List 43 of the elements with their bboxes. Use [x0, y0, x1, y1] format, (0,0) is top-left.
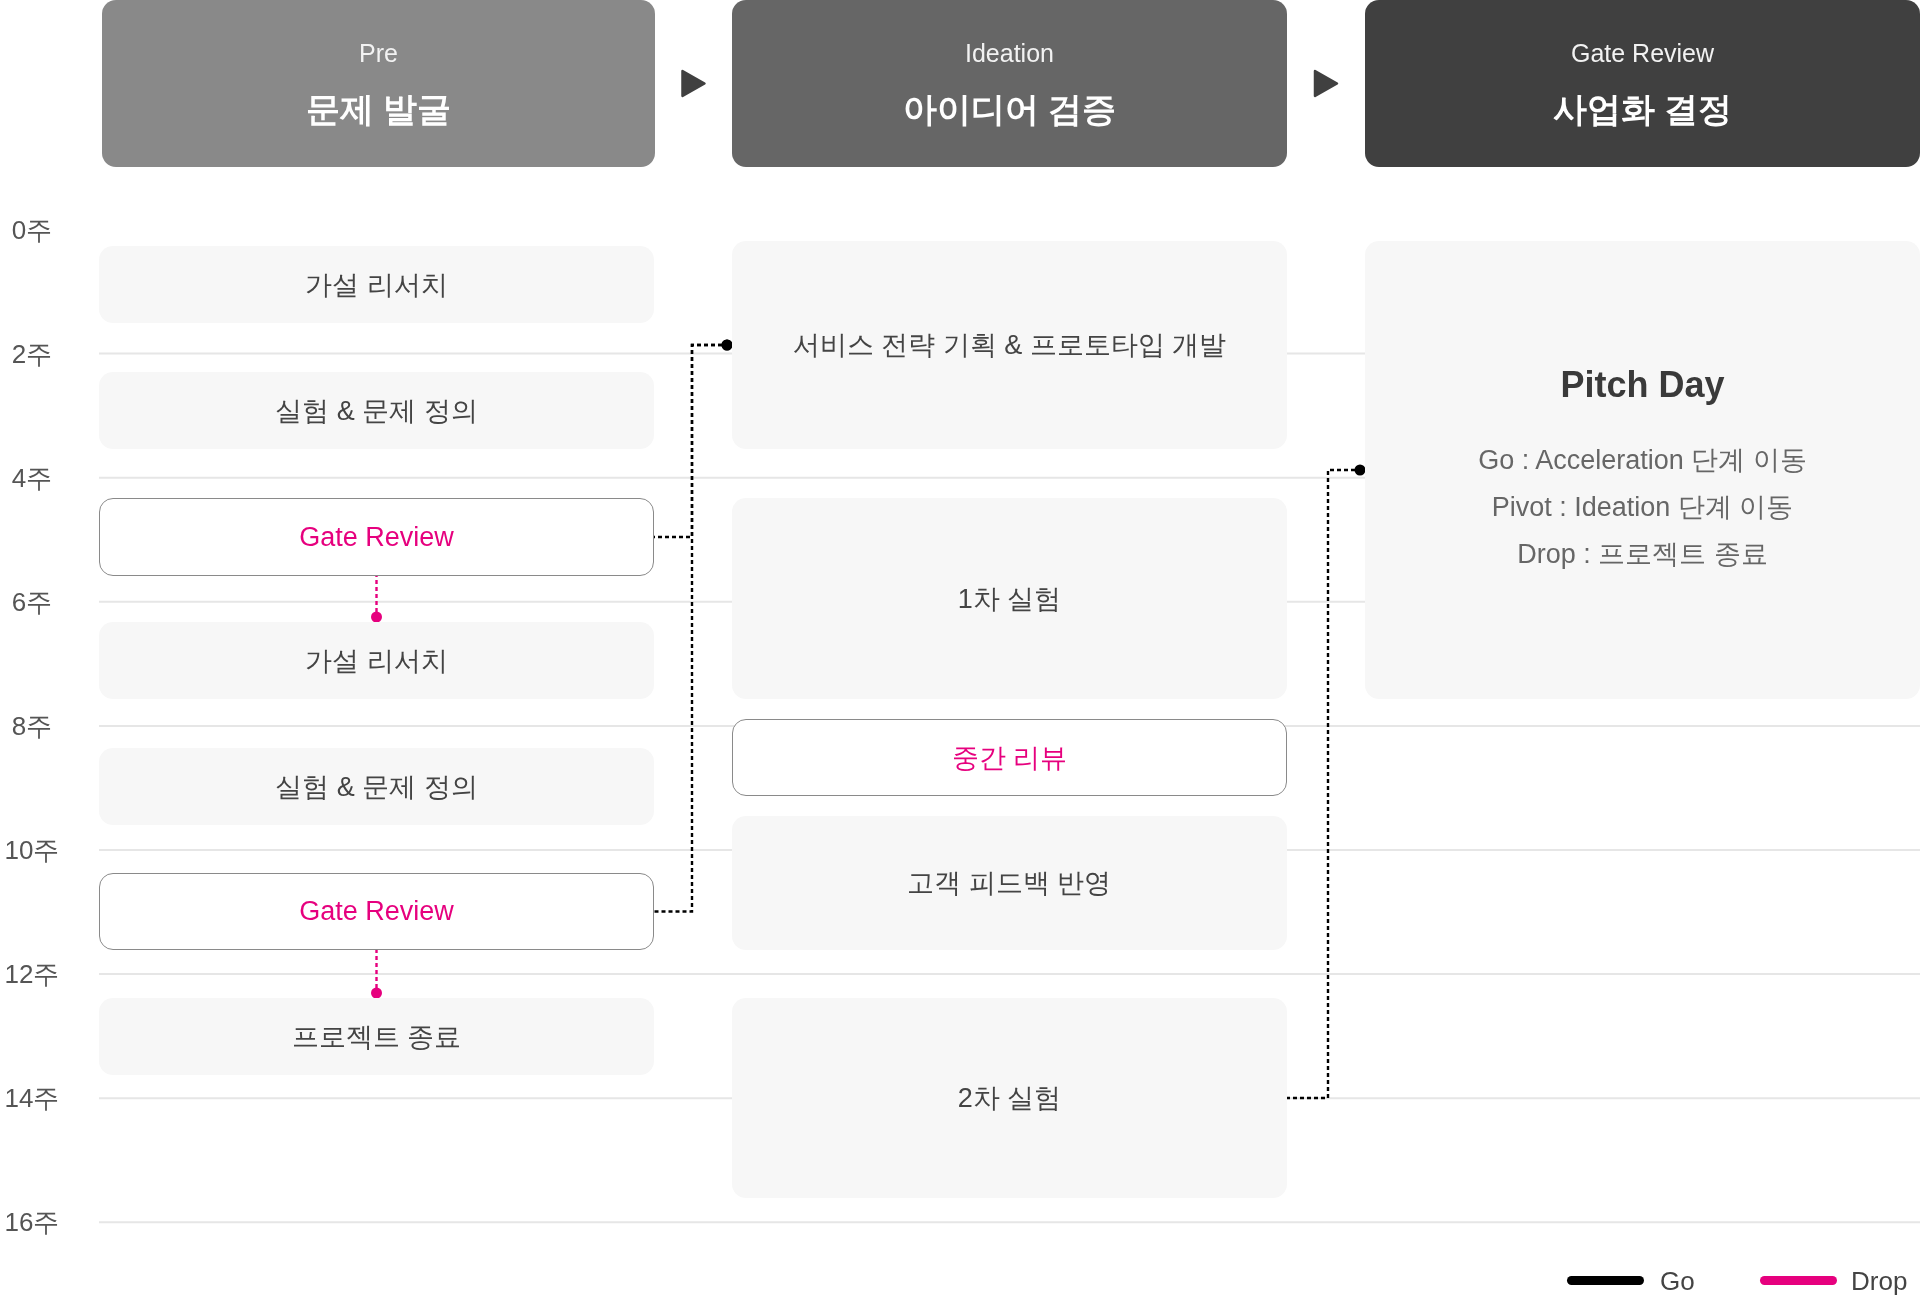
task-box: 고객 피드백 반영 [732, 816, 1287, 950]
task-box: 실험 & 문제 정의 [99, 372, 654, 449]
week-label: 16주 [3, 1206, 61, 1239]
task-box: 실험 & 문제 정의 [99, 748, 654, 825]
legend-label: Go [1660, 1265, 1695, 1297]
task-box: 서비스 전략 기획 & 프로토타입 개발 [732, 241, 1287, 449]
phase-title: 문제 발굴 [305, 89, 452, 129]
task-box: 1차 실험 [732, 498, 1287, 699]
week-label: 4주 [10, 461, 54, 494]
card-title: Pitch Day [1560, 362, 1725, 407]
outcome-text: Go : Acceleration 단계 이동 [1478, 443, 1807, 477]
week-label: 10주 [3, 834, 61, 866]
week-label: 2주 [10, 337, 54, 370]
task-box: 2차 실험 [732, 998, 1287, 1198]
dotted-connector [371, 950, 382, 999]
phase-title: 사업화 결정 [1552, 89, 1733, 129]
outcome-text: Pivot : Ideation 단계 이동 [1491, 490, 1794, 524]
week-label: 0주 [10, 213, 54, 246]
decision-card [1365, 241, 1920, 699]
review-box: Gate Review [99, 873, 654, 950]
review-box: Gate Review [99, 498, 654, 576]
phase-label: Gate Review [1570, 38, 1715, 68]
week-label: 8주 [10, 709, 54, 742]
arrow [681, 69, 706, 98]
arrow [1313, 69, 1339, 98]
outcome-text: Drop : 프로젝트 종료 [1517, 537, 1768, 571]
phase-label: Ideation [965, 38, 1054, 68]
dotted-connector [654, 339, 733, 913]
phase-title: 아이디어 검증 [902, 89, 1117, 129]
review-box: 중간 리뷰 [732, 719, 1287, 796]
phase-label: Pre [359, 38, 398, 68]
dotted-connector [1287, 464, 1366, 1100]
dotted-connector [371, 576, 382, 623]
task-box: 가설 리서치 [99, 622, 654, 699]
week-label: 12주 [3, 958, 61, 991]
phase-header [102, 0, 655, 167]
legend-label: Drop [1851, 1265, 1908, 1297]
task-box: 프로젝트 종료 [99, 998, 654, 1075]
phase-header [732, 0, 1287, 167]
week-label: 6주 [10, 585, 54, 618]
phase-header [1365, 0, 1920, 167]
task-box: 가설 리서치 [99, 246, 654, 323]
week-label: 14주 [3, 1082, 61, 1115]
